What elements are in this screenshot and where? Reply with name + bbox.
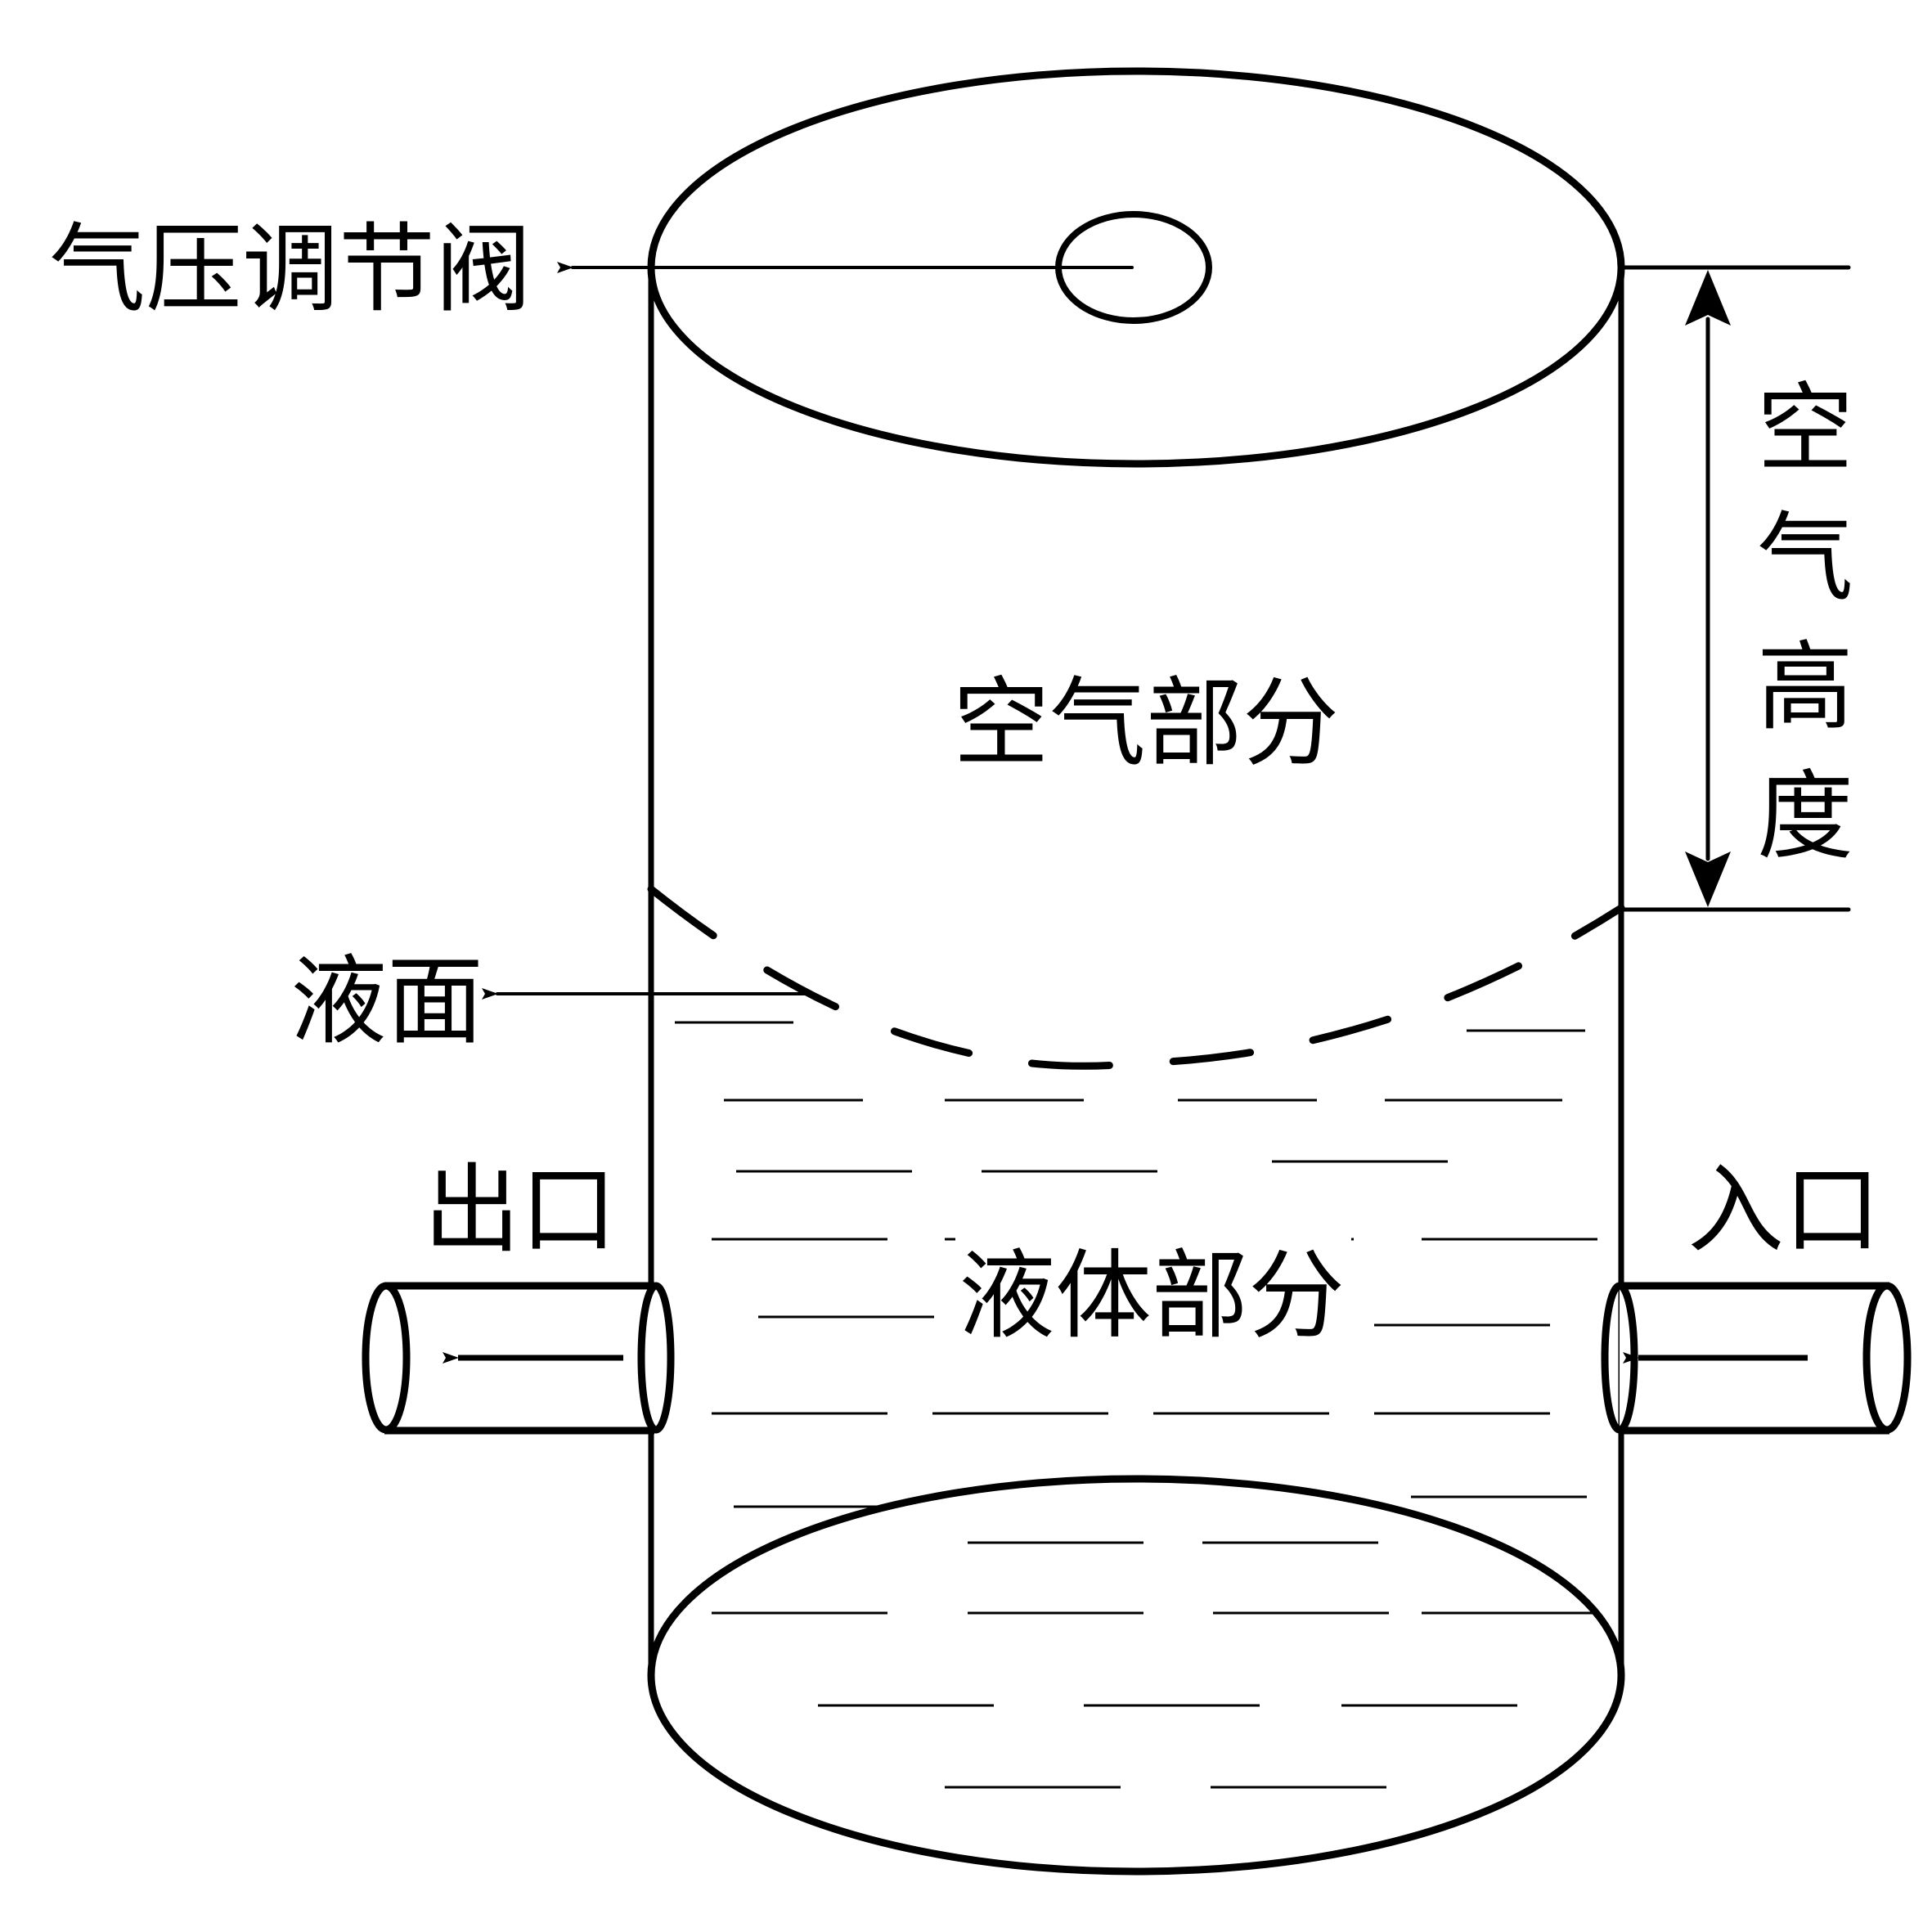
outlet-label: 出口 (424, 1153, 617, 1266)
air-height-label-char: 高 (1757, 631, 1853, 744)
air-height-label-char: 度 (1757, 760, 1853, 873)
air-height-arrow-down-icon (1685, 851, 1731, 907)
inlet-label: 入口 (1687, 1153, 1880, 1266)
liquid-hatching (675, 1021, 1597, 1789)
air-height-label-char: 气 (1757, 501, 1853, 614)
air-height-arrow-up-icon (1685, 270, 1731, 326)
air-height-label-char: 空 (1757, 372, 1853, 485)
liquid-surface-label: 液面 (290, 945, 483, 1058)
tank-bottom-ellipse (647, 1475, 1625, 1876)
air-part-label: 空气部分 (953, 667, 1339, 780)
air-height-label: 空气高度 (1757, 372, 1853, 873)
liquid-surface-curve (647, 885, 1625, 1070)
liquid-part-label: 液体部分 (959, 1239, 1345, 1352)
valve-label: 气压调节阀 (49, 213, 532, 326)
liquid-label-backdrop (955, 1227, 1351, 1341)
